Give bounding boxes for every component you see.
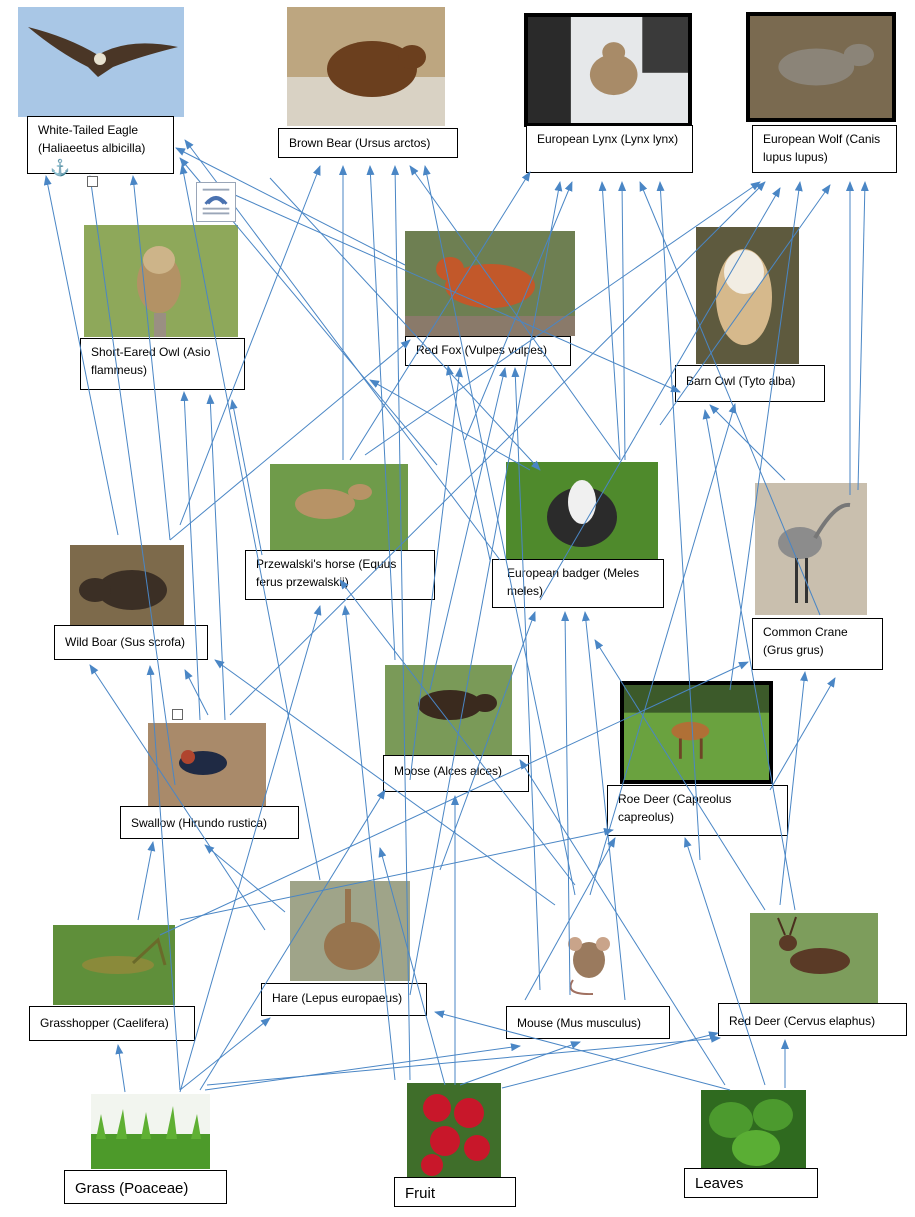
node-bear[interactable]: Brown Bear (Ursus arctos): [278, 128, 458, 158]
swallow-photo: [148, 723, 266, 806]
node-eagle[interactable]: White-Tailed Eagle (Haliaeetus albicilla…: [27, 116, 174, 174]
node-mouse[interactable]: Mouse (Mus musculus): [506, 1006, 670, 1039]
arrow: [501, 1031, 719, 1089]
node-boar[interactable]: Wild Boar (Sus scrofa): [54, 625, 208, 660]
node-badger[interactable]: European badger (Meles meles): [492, 559, 664, 608]
node-moose[interactable]: Moose (Alces alces): [383, 755, 529, 792]
roe-deer-photo: [620, 681, 773, 784]
node-crane[interactable]: Common Crane (Grus grus): [752, 618, 883, 670]
node-roe-deer[interactable]: Roe Deer (Capreolus capreolus): [607, 785, 788, 836]
node-short-eared-owl[interactable]: Short-Eared Owl (Asio flammeus): [80, 338, 245, 390]
arrow: [179, 605, 322, 1093]
fruit-photo: [407, 1083, 501, 1177]
badger-photo: [506, 462, 658, 559]
boar-photo: [70, 545, 184, 625]
hare-photo: [290, 881, 410, 981]
resize-handle[interactable]: [87, 176, 98, 187]
arrow: [204, 844, 286, 913]
arrow: [857, 181, 869, 491]
arrow: [445, 365, 491, 561]
arrow: [115, 1044, 126, 1093]
mouse-photo: [553, 920, 623, 1000]
node-wolf[interactable]: European Wolf (Canis lupus lupus): [752, 125, 897, 173]
arrow: [459, 1041, 581, 1086]
barn-owl-photo: [696, 227, 799, 364]
moose-photo: [385, 665, 512, 755]
arrow: [229, 399, 263, 556]
node-red-deer[interactable]: Red Deer (Cervus elaphus): [718, 1003, 907, 1036]
arrow: [369, 379, 531, 471]
node-swallow[interactable]: Swallow (Hirundo rustica): [120, 806, 299, 839]
resize-handle[interactable]: [172, 709, 183, 720]
przewalski-photo: [270, 464, 408, 554]
node-fox[interactable]: Red Fox (Vulpes vulpes): [405, 336, 571, 366]
node-lynx[interactable]: European Lynx (Lynx lynx): [526, 125, 693, 173]
grass-photo: [91, 1094, 210, 1169]
arrow: [618, 181, 627, 461]
arrow: [206, 394, 226, 721]
node-przewalski[interactable]: Przewalski's horse (Equus ferus przewals…: [245, 550, 435, 600]
short-eared-owl-photo: [84, 225, 238, 337]
node-grass[interactable]: Grass (Poaceae): [64, 1170, 227, 1204]
node-leaves[interactable]: Leaves: [684, 1168, 818, 1198]
leaves-photo: [701, 1090, 806, 1169]
arrow: [184, 669, 209, 716]
node-barn-owl[interactable]: Barn Owl (Tyto alba): [675, 365, 825, 402]
layout-options-icon[interactable]: [196, 182, 236, 222]
node-hare[interactable]: Hare (Lepus europaeus): [261, 983, 427, 1016]
arrow: [429, 367, 507, 691]
crane-photo: [755, 483, 867, 615]
fox-photo: [405, 231, 575, 336]
bear-photo: [287, 7, 445, 126]
arrow: [206, 1034, 721, 1086]
lynx-photo: [524, 13, 692, 127]
eagle-photo: [18, 7, 184, 117]
node-grasshopper[interactable]: Grasshopper (Caelifera): [29, 1006, 195, 1041]
anchor-icon[interactable]: ⚓: [50, 160, 70, 177]
node-fruit[interactable]: Fruit: [394, 1177, 516, 1207]
arrow: [709, 404, 786, 481]
arrow: [137, 841, 156, 921]
red-deer-photo: [750, 913, 878, 1003]
wolf-photo: [746, 12, 896, 122]
grasshopper-photo: [53, 925, 175, 1005]
arrow: [180, 391, 201, 721]
arrow: [769, 677, 836, 791]
arrow: [598, 181, 621, 461]
